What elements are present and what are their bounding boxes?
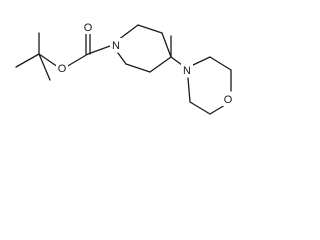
carbamate-group [65, 32, 111, 68]
tbutyl-methyl-bond-left [15, 53, 40, 68]
carbonyl-to-nitrogen-bond [87, 45, 111, 55]
morpholine-bond-c6-n [187, 77, 191, 103]
piperidine-bond-c3-c4 [161, 32, 172, 58]
tbutyl-methyl-bond-down [38, 53, 51, 81]
tbutyl-to-ester-oxygen-bond [38, 53, 59, 68]
morpholine-ring [187, 56, 232, 115]
morpholine-bond-n-c2 [192, 56, 211, 66]
morpholine-bond-c5-c6 [189, 101, 211, 115]
piperidine-ring [117, 24, 172, 73]
c4-to-morpholine-nitrogen-bond [170, 56, 183, 66]
piperidine-bond-n-c2 [117, 24, 139, 41]
ester-oxygen-label: O [58, 63, 67, 75]
morpholine-oxygen-label: O [224, 94, 233, 106]
morpholine-nitrogen-label: N [183, 65, 191, 77]
piperidine-bond-c4-c5 [149, 56, 172, 73]
tert-butyl-group [15, 32, 59, 81]
morpholine-bond-c2-c3 [209, 56, 232, 71]
carbonyl-oxygen-label: O [84, 22, 93, 34]
piperidine-nitrogen-label: N [112, 40, 120, 52]
piperidine-bond-c6-n [117, 52, 127, 65]
ester-oxygen-to-carbonyl-bond [65, 53, 89, 68]
morpholine-bond-o-c5 [209, 104, 226, 115]
piperidine-bond-c2-c3 [137, 24, 163, 34]
piperidine-bond-c5-c6 [125, 63, 151, 73]
chemical-structure-drawing: O O N N O [15, 20, 234, 115]
